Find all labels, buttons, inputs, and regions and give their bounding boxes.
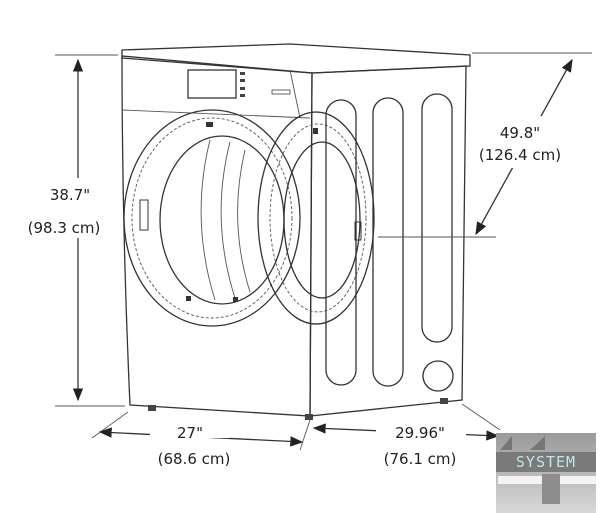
width-imperial-label: 27": [177, 424, 203, 442]
depth-metric-label: (76.1 cm): [384, 450, 457, 468]
height-imperial-label: 38.7": [50, 186, 90, 204]
width-dimension: [91, 411, 311, 451]
system-logo: SYSTEM: [496, 433, 596, 513]
drum-opening-inner: [159, 135, 285, 305]
depth-door-open-metric-label: (126.4 cm): [479, 146, 561, 164]
depth-door-open-dimension: [378, 52, 592, 238]
height-metric-label: (98.3 cm): [28, 219, 101, 237]
side-recess: [372, 97, 404, 387]
depth-imperial-label: 29.96": [395, 424, 445, 442]
control-panel-line: [121, 109, 311, 119]
side-panel: [309, 65, 467, 417]
washer-body: [121, 43, 471, 420]
side-recess: [325, 99, 357, 386]
width-metric-label: (68.6 cm): [158, 450, 231, 468]
drain-cap: [422, 360, 454, 392]
depth-door-open-imperial-label: 49.8": [500, 124, 540, 142]
door-glass: [283, 141, 361, 299]
depth-dimension: [312, 403, 501, 441]
detergent-slot: [271, 89, 291, 95]
logo-text: SYSTEM: [516, 453, 576, 471]
display-screen: [187, 69, 237, 99]
front-panel: [121, 55, 313, 417]
height-dimension: [20, 54, 125, 407]
side-recess: [421, 93, 453, 343]
drum-opening-outer: [123, 109, 301, 327]
door: [257, 111, 375, 325]
